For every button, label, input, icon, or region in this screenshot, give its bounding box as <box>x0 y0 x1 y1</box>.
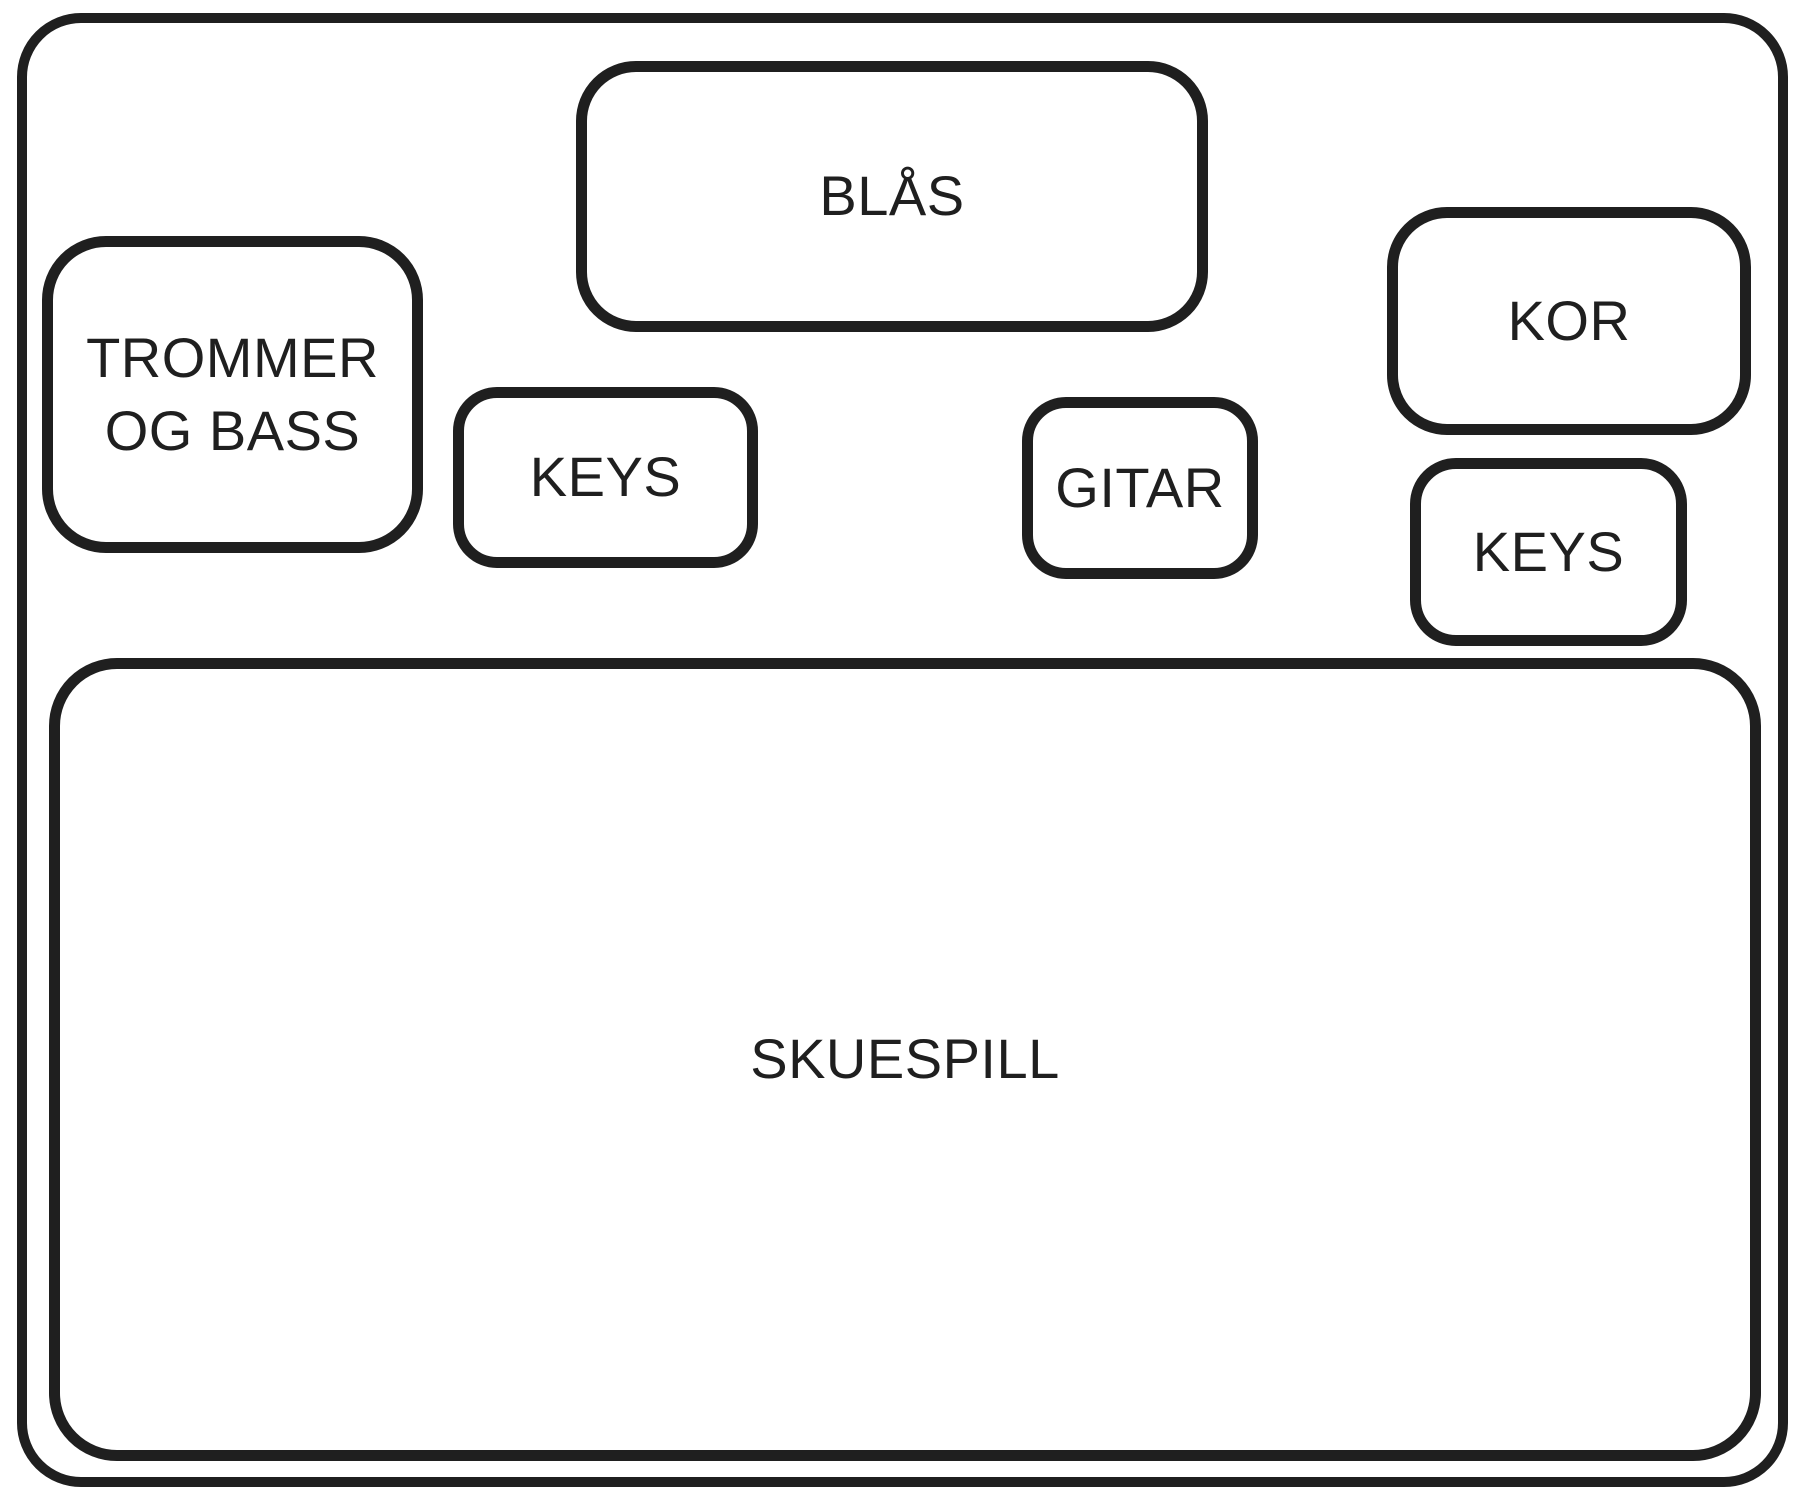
box-trommer-og-bass-label-line2: OG BASS <box>104 398 361 462</box>
box-gitar: GITAR <box>1022 397 1258 579</box>
box-gitar-label: GITAR <box>1055 455 1225 519</box>
box-kor: KOR <box>1387 207 1751 435</box>
box-keys-left: KEYS <box>453 387 758 568</box>
box-skuespill: SKUESPILL <box>49 658 1761 1461</box>
box-keys-right: KEYS <box>1410 458 1687 646</box>
box-blas-label: BLÅS <box>819 164 965 228</box>
box-kor-label: KOR <box>1507 288 1631 352</box>
box-trommer-og-bass: TROMMER OG BASS <box>42 236 423 553</box>
box-blas: BLÅS <box>576 61 1208 332</box>
box-skuespill-label: SKUESPILL <box>750 1027 1060 1091</box>
box-keys-left-label: KEYS <box>529 445 682 509</box>
box-trommer-og-bass-label-line1: TROMMER <box>86 325 379 389</box>
box-keys-right-label: KEYS <box>1472 519 1625 583</box>
